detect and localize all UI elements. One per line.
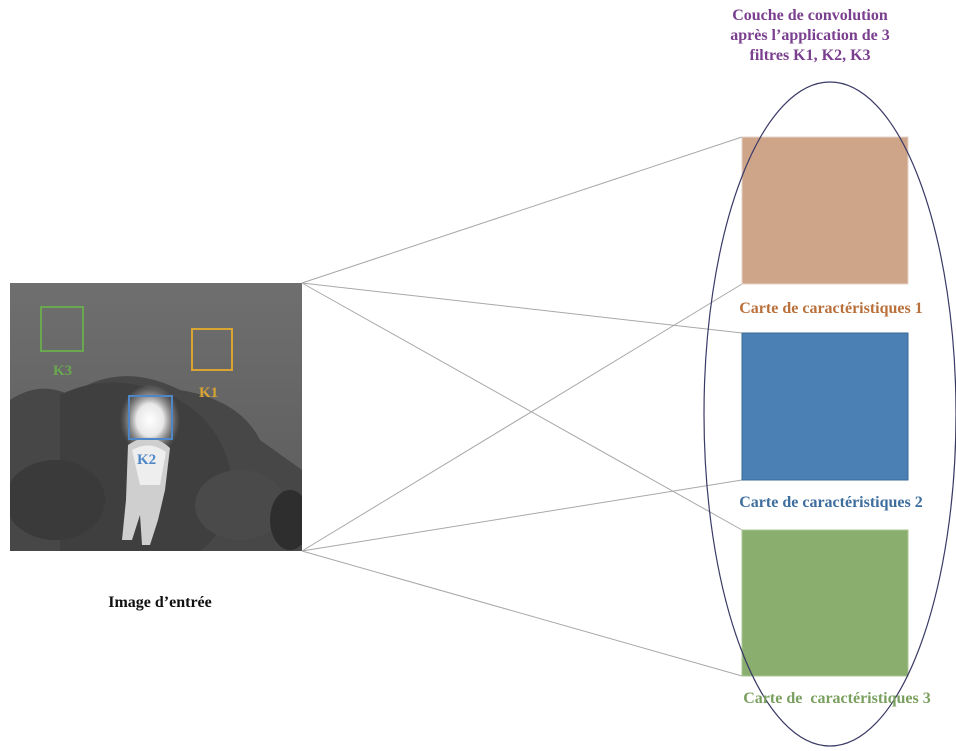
filter-label-k1: K1 (199, 385, 219, 401)
diagram-title: Couche de convolution après l’applicatio… (730, 7, 890, 64)
feature-map-2 (741, 332, 909, 481)
filter-box-k2 (128, 395, 173, 440)
filter-box-k3 (40, 306, 84, 352)
filter-box-k1 (191, 328, 233, 371)
feature-map-label-3: Carte de caractéristiques 3 (743, 690, 931, 707)
input-image-label: Image d’entrée (108, 594, 212, 611)
filter-label-k2: K2 (137, 452, 157, 468)
convolution-layer-ellipse (703, 81, 956, 747)
feature-map-label-2: Carte de caractéristiques 2 (739, 494, 923, 511)
feature-map-3 (741, 529, 909, 677)
connector-lines (301, 136, 743, 677)
filter-label-k3: K3 (53, 363, 73, 379)
feature-map-1 (741, 136, 909, 285)
input-image (10, 283, 302, 551)
feature-map-label-1: Carte de caractéristiques 1 (739, 300, 923, 317)
